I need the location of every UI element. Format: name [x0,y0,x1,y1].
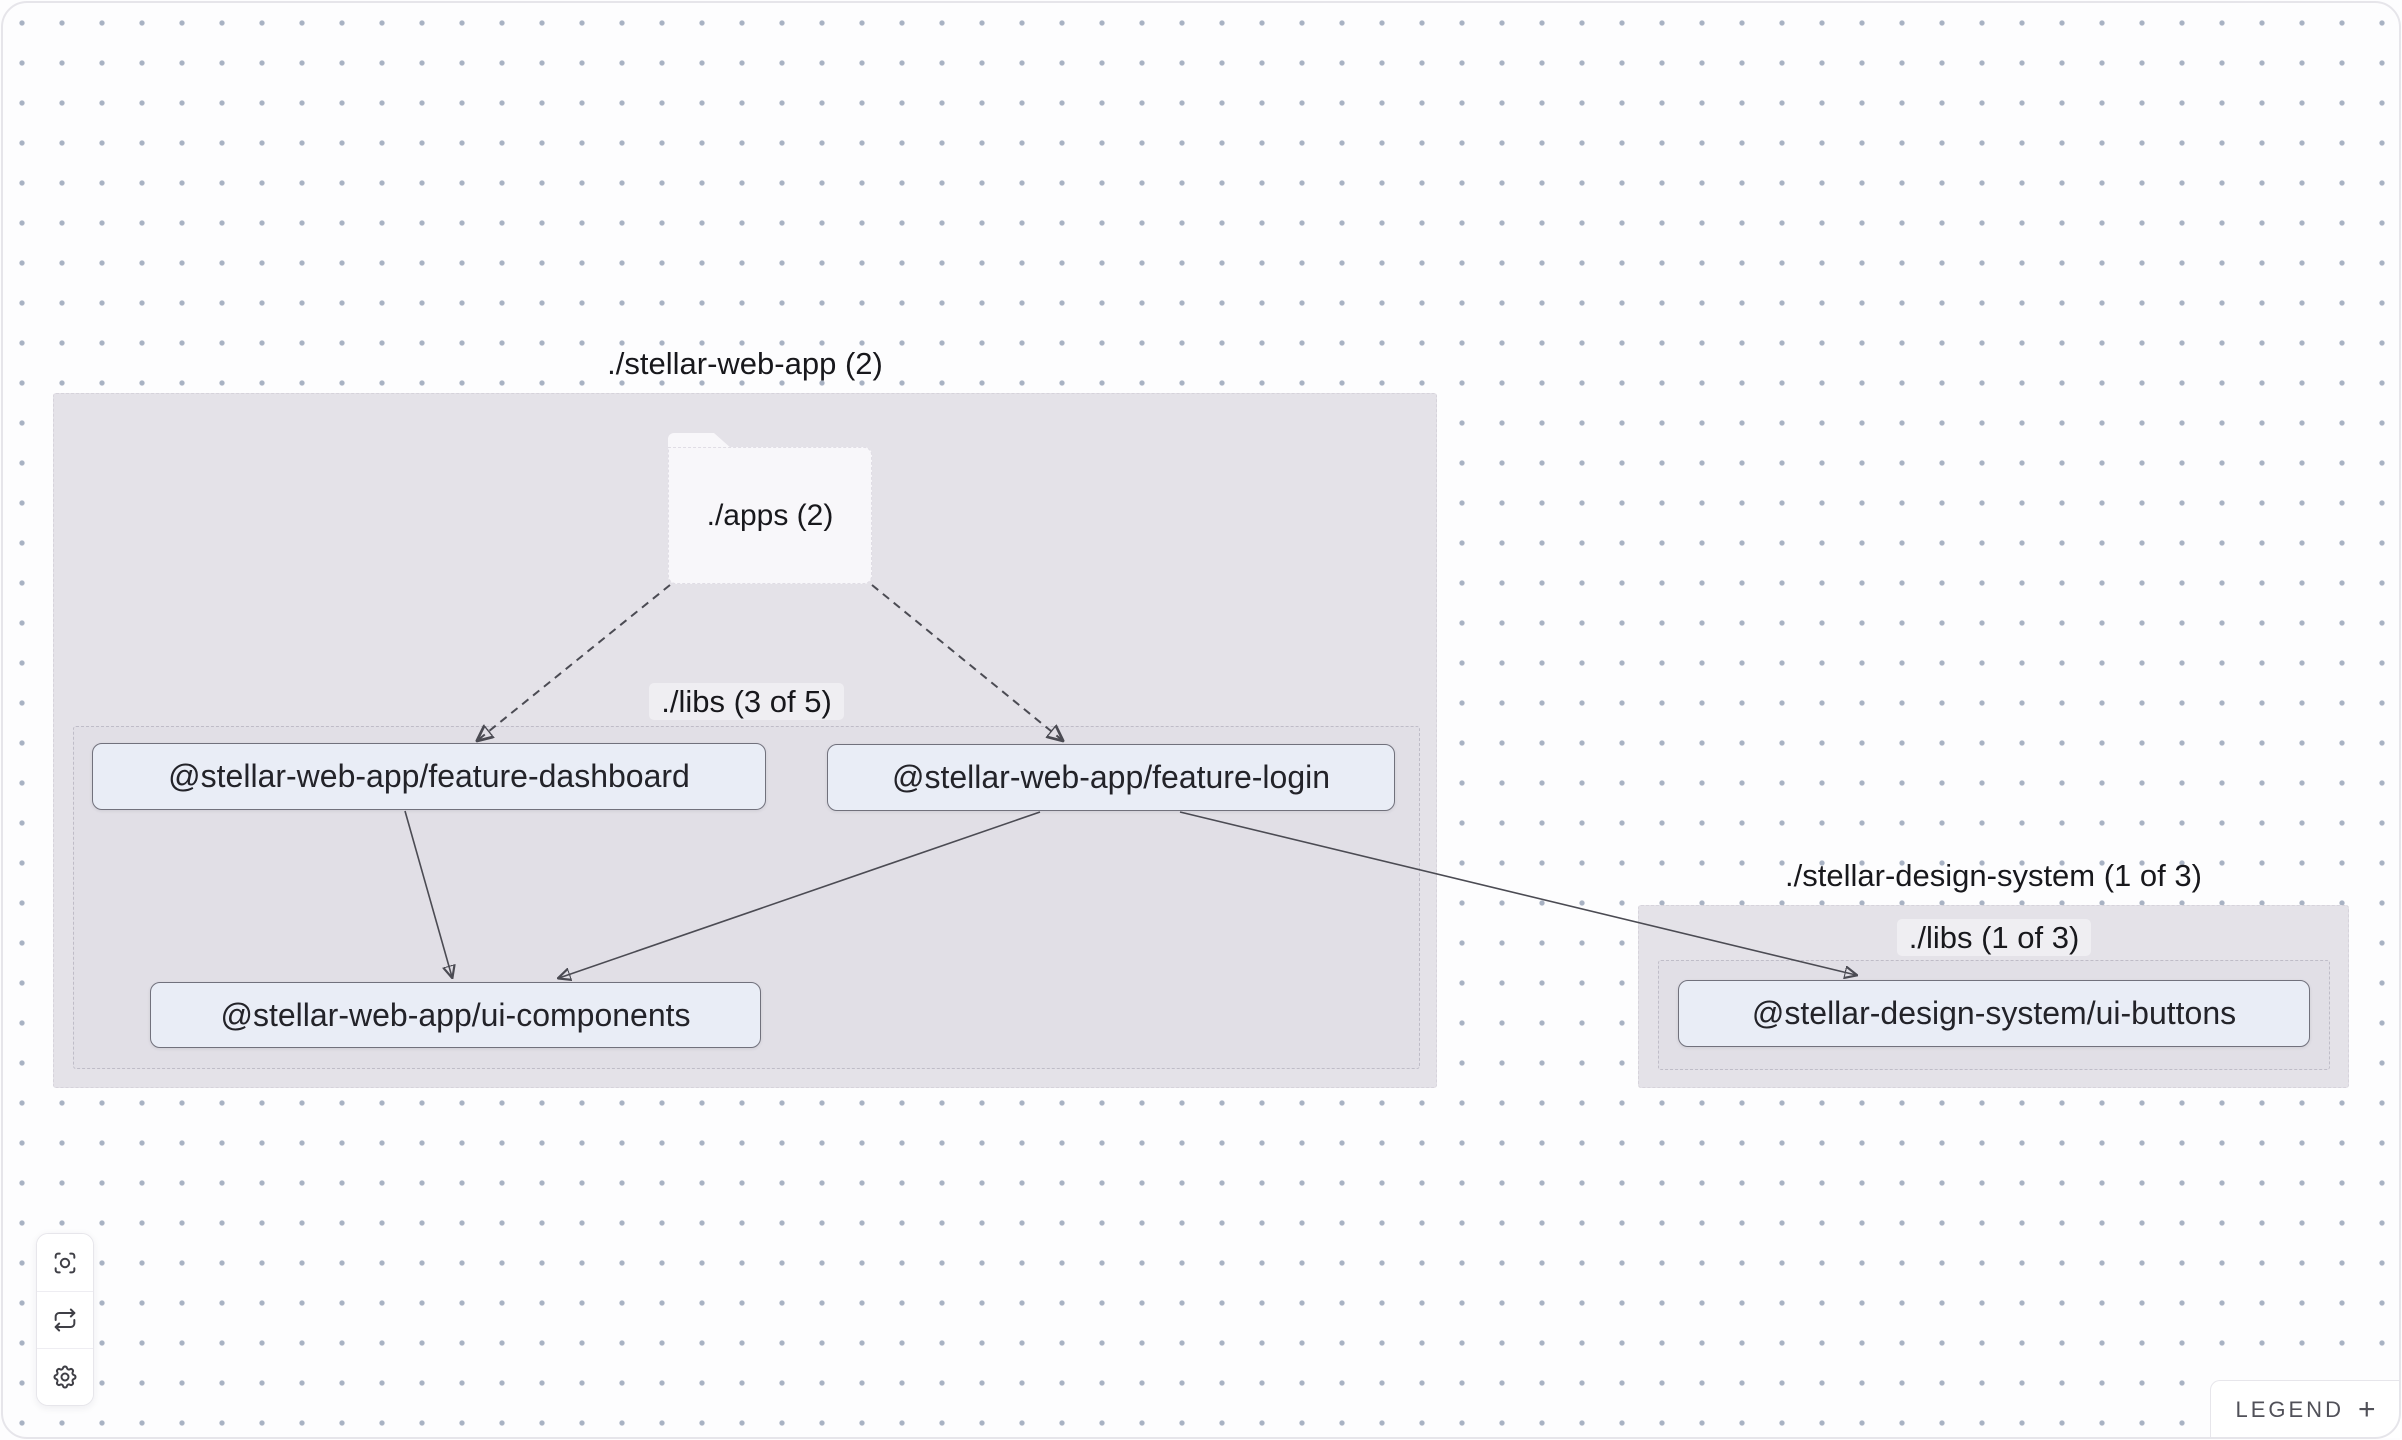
focus-crosshair-icon [54,1252,76,1273]
canvas-controls [36,1233,94,1406]
group-label-stellar-design-system: ./stellar-design-system (1 of 3) [1785,858,2202,893]
edge-feature-login-to-ui-buttons[interactable] [1179,811,1856,975]
project-node-feature-dashboard[interactable]: @stellar-web-app/feature-dashboard [92,743,766,810]
project-node-feature-login[interactable]: @stellar-web-app/feature-login [827,744,1395,811]
edge-apps-to-feature-dashboard[interactable] [478,584,671,740]
settings-gear-icon [53,1365,77,1389]
folder-label: ./apps (2) [668,447,872,584]
subgroup-label-design-system-libs: ./libs (1 of 3) [1658,919,2330,956]
group-label-stellar-web-app: ./stellar-web-app (2) [607,346,883,381]
settings-button[interactable] [37,1348,93,1405]
folder-tab [668,433,732,449]
legend-toggle-button[interactable]: LEGEND + [2210,1380,2400,1438]
edge-feature-login-to-ui-components[interactable] [559,811,1041,978]
center-graph-button[interactable] [37,1234,93,1291]
edge-apps-to-feature-login[interactable] [871,584,1062,740]
project-node-ui-buttons[interactable]: @stellar-design-system/ui-buttons [1678,980,2310,1047]
refresh-graph-button[interactable] [37,1291,93,1348]
refresh-cycle-icon [54,1308,76,1332]
project-node-ui-components[interactable]: @stellar-web-app/ui-components [150,982,761,1048]
subgroup-label-web-app-libs: ./libs (3 of 5) [73,683,1420,720]
legend-expand-plus-icon: + [2357,1392,2376,1426]
edge-feature-dashboard-to-ui-components[interactable] [404,810,452,977]
legend-label: LEGEND [2235,1396,2344,1422]
folder-node-apps[interactable]: ./apps (2) [668,433,872,584]
